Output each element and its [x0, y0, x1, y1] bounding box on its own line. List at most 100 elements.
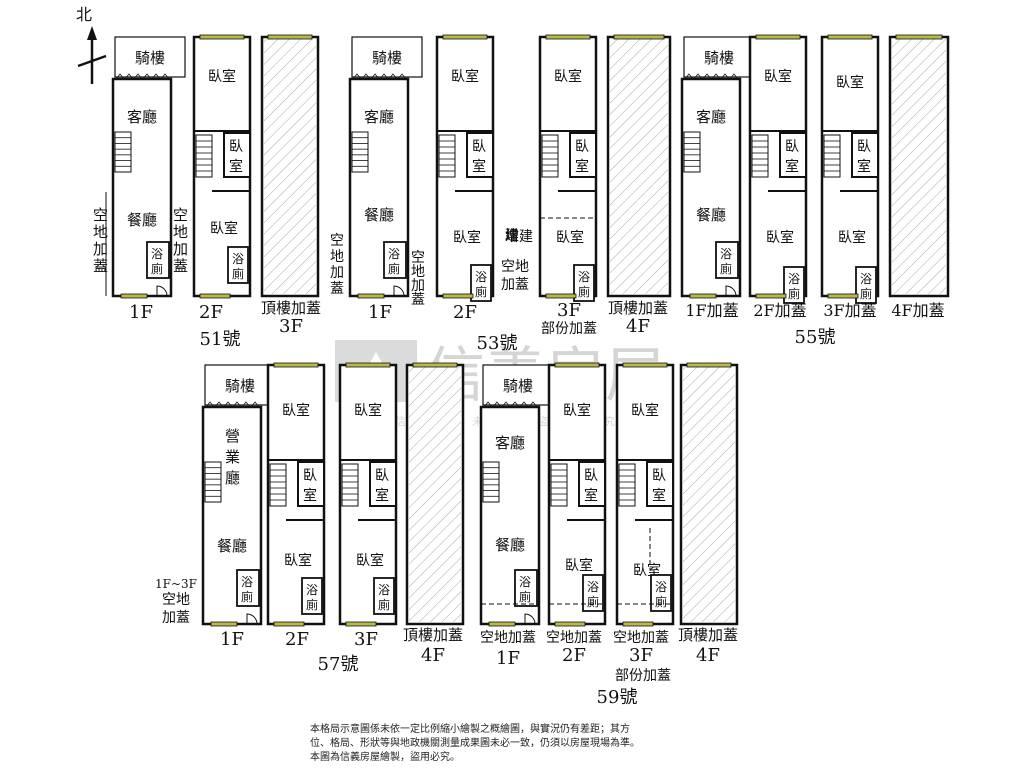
bedroom-label: 臥室: [210, 220, 238, 237]
window: [613, 34, 665, 40]
bedroom-label: 臥: [575, 139, 589, 155]
disclaimer-line: 位、格局、形狀等與地政機關測量成果圖未必一致，仍須以房屋現場為準。: [310, 738, 640, 749]
living-room-label: 客廳: [364, 108, 394, 126]
bedroom-box: [578, 461, 606, 507]
bath-label: 廁: [578, 284, 590, 299]
bath-label: 廁: [232, 266, 244, 281]
bath-label: 廁: [241, 589, 253, 604]
addition-hatch-area: [892, 39, 946, 294]
vacant-lot-addition-note: 空: [411, 250, 425, 266]
bedroom-label: 臥: [857, 139, 871, 155]
floor-label: 1F: [368, 302, 392, 323]
unit-number-label: 53號: [477, 333, 518, 354]
vacant-lot-addition-note: 加: [173, 240, 188, 258]
window: [622, 362, 668, 368]
unit-number-label: 55號: [795, 327, 836, 348]
bedroom-box: [851, 132, 879, 178]
bedroom-label: 臥: [785, 139, 799, 155]
bedroom-label: 室: [229, 158, 243, 175]
bathroom-box: [373, 577, 395, 615]
door-swing: [725, 285, 737, 297]
bedroom-label: 室: [472, 158, 486, 175]
addition-hatch-area: [409, 367, 461, 622]
floor-label: 3F: [629, 645, 653, 666]
window: [554, 621, 586, 627]
bathroom-box: [514, 569, 538, 607]
floor-label: 2F: [562, 645, 586, 666]
floor-label: 4F: [696, 645, 720, 666]
floor-label: 4F: [421, 645, 445, 666]
vacant-lot-addition-note: 空: [173, 206, 188, 224]
floor-label: 2F: [199, 302, 223, 323]
window: [273, 362, 319, 368]
living-room-label: 客廳: [127, 108, 157, 126]
vacant-lot-addition-note: 蓋: [93, 257, 108, 275]
window: [755, 293, 787, 299]
vacant-lot-addition-note: 空: [93, 206, 108, 224]
window: [622, 621, 654, 627]
unit-number-label: 57號: [318, 654, 359, 675]
bath-label: 浴: [378, 583, 390, 597]
bath-label: 廁: [788, 286, 800, 301]
dining-room-label: 餐廳: [495, 536, 525, 554]
window: [345, 362, 391, 368]
bath-label: 浴: [788, 272, 800, 286]
bedroom-label: 室: [785, 158, 799, 175]
floor-label: 1F: [220, 629, 244, 650]
window: [267, 34, 313, 40]
bathroom-box: [227, 246, 249, 284]
floor-label: 頂樓加蓋: [261, 299, 321, 317]
staircase: [550, 463, 568, 507]
bedroom-label: 臥室: [563, 402, 591, 419]
unit-number-label: 51號: [200, 329, 241, 350]
arcade-label: 騎樓: [704, 49, 734, 67]
bath-label: 廁: [720, 261, 732, 276]
floor-label: 2F: [285, 629, 309, 650]
vacant-lot-note: 1F~3F: [155, 577, 197, 591]
staircase: [341, 463, 359, 507]
bedroom-box: [297, 461, 325, 507]
window: [199, 293, 231, 299]
bathroom-box: [715, 241, 739, 279]
floor-label: 3F: [557, 300, 581, 321]
floor-label: 空地加蓋: [613, 630, 669, 646]
staircase: [482, 461, 500, 503]
bath-label: 廁: [475, 284, 487, 299]
vacant-lot-addition-note: 蓋: [173, 257, 188, 275]
window: [686, 362, 732, 368]
bathroom-box: [236, 569, 260, 607]
business-hall-label: 廳: [225, 469, 240, 487]
bath-label: 廁: [655, 594, 667, 609]
bathroom-box: [301, 577, 323, 615]
dining-room-label: 餐廳: [217, 537, 247, 555]
floor-label: 1F加蓋: [685, 301, 738, 320]
bath-label: 浴: [232, 252, 244, 266]
bathroom-box: [582, 574, 604, 612]
staircase: [269, 463, 287, 507]
door-swing: [524, 613, 536, 625]
arcade-label: 騎樓: [225, 377, 255, 395]
bedroom-label: 臥室: [354, 402, 382, 419]
disclaimer-line: 本圖為信義房屋繪製，盜用必究。: [310, 752, 460, 763]
bedroom-label: 臥: [472, 139, 486, 155]
bedroom-label: 室: [652, 487, 666, 504]
staircase: [823, 134, 841, 178]
door-swing: [393, 285, 405, 297]
staircase: [438, 134, 456, 178]
bathroom-box: [650, 574, 672, 612]
bedroom-label: 臥: [375, 468, 389, 484]
bath-label: 浴: [587, 580, 599, 594]
disclaimer-line: 本格局示意圖係未依一定比例縮小繪製之概繪圖，與實況仍有差距；其方: [310, 724, 630, 735]
floor-label: 2F加蓋: [753, 301, 806, 320]
bedroom-label: 臥室: [284, 552, 312, 569]
bedroom-box: [369, 461, 397, 507]
bath-label: 浴: [720, 247, 732, 261]
vacant-lot-note: 加蓋: [501, 277, 529, 293]
arcade-box: [351, 36, 423, 78]
bedroom-label: 室: [584, 487, 598, 504]
arcade-box: [683, 36, 755, 78]
arcade-label: 騎樓: [372, 49, 402, 67]
addition-note: 建: [519, 229, 533, 245]
bath-label: 廁: [587, 594, 599, 609]
